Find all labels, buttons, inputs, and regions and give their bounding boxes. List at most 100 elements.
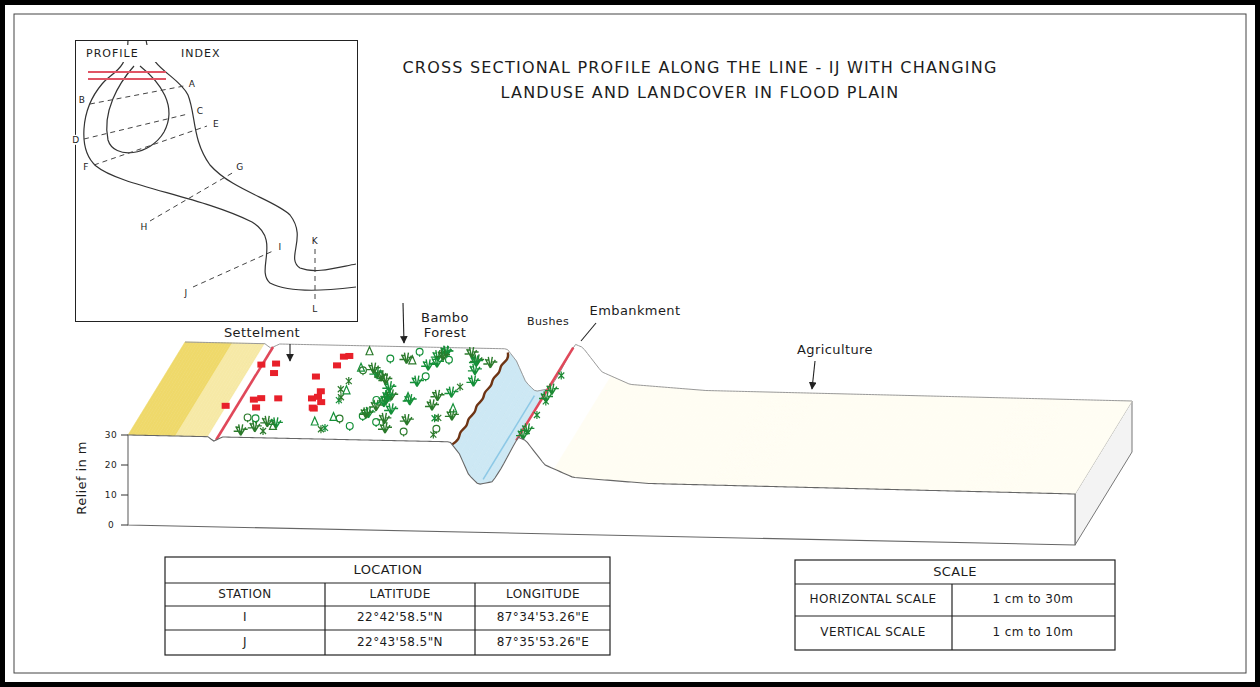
tree-symbol — [343, 386, 350, 394]
bamboo-symbol — [367, 363, 381, 374]
leader-arrow — [812, 361, 815, 389]
tree-symbol — [387, 355, 394, 362]
tree-stem — [376, 425, 377, 427]
table-rule — [951, 584, 952, 650]
shrub-symbol — [322, 424, 328, 432]
house-symbol — [312, 374, 320, 380]
back-edge — [185, 342, 1132, 401]
tree-stem — [362, 373, 363, 375]
bamboo-symbol — [430, 356, 444, 367]
house-symbol — [272, 361, 280, 367]
table-cell: 1 cm to 30m — [993, 593, 1074, 607]
table-cell: 87°35'53.26"E — [497, 636, 590, 650]
bamboo-symbol — [374, 370, 388, 381]
profile-letter: E — [212, 119, 220, 129]
river-bank-line — [451, 352, 508, 445]
shrub-symbol — [435, 414, 441, 422]
table-rule — [165, 605, 610, 606]
profile-letter: C — [196, 106, 205, 116]
tree-symbol — [360, 367, 367, 374]
outer-frame — [3, 3, 1258, 685]
embankment-mark — [88, 78, 166, 80]
table-rule — [795, 615, 1115, 616]
landuse-label: Bushes — [527, 316, 569, 329]
profile-line — [90, 86, 184, 104]
forest-symbols — [234, 346, 498, 439]
tree-symbol — [311, 417, 318, 425]
bamboo-symbol — [384, 403, 398, 414]
tree-stem — [362, 419, 363, 421]
house-symbol — [250, 397, 258, 403]
tree-stem — [376, 403, 377, 405]
tick — [121, 495, 128, 496]
landuse-label: Agriculture — [797, 343, 873, 358]
shrub-symbol — [346, 377, 352, 385]
bamboo-symbol — [520, 423, 534, 434]
table-border — [795, 560, 1115, 650]
tick — [121, 525, 128, 526]
index-map — [84, 40, 356, 301]
bamboo-symbol — [483, 357, 497, 368]
bamboo-symbol — [445, 409, 459, 420]
profile-letter: B — [78, 95, 87, 105]
house-symbol — [333, 362, 341, 368]
shrub-symbol — [338, 385, 344, 393]
tree-symbol — [330, 412, 337, 420]
bamboo-symbol — [359, 407, 373, 418]
leader-arrow — [403, 303, 404, 343]
tree-stem — [436, 432, 437, 434]
tree-stem — [247, 420, 248, 422]
table-cell: I — [243, 611, 247, 625]
tree-stem — [349, 429, 350, 431]
front-face — [128, 435, 1075, 545]
landuse-label: Bambo Forest — [414, 311, 476, 341]
box-heading: PROFILE INDEX — [82, 45, 225, 62]
table-heading: LOCATION — [354, 563, 423, 578]
tree-symbol — [269, 421, 276, 429]
profile-letter: A — [188, 79, 197, 89]
shrub-symbol — [558, 371, 564, 379]
tree-symbol — [366, 347, 373, 355]
bamboo-symbol — [403, 394, 417, 405]
house-symbol — [222, 403, 230, 409]
profile-line — [193, 251, 273, 287]
profile-letter: H — [139, 222, 148, 232]
bamboo-symbol — [469, 355, 483, 366]
table-rule — [795, 583, 1115, 584]
profile-letter: G — [235, 162, 244, 172]
table-heading: SCALE — [933, 565, 977, 580]
tick-label: 20 — [105, 460, 117, 470]
profile-letter: L — [311, 304, 318, 314]
tree-stem — [403, 435, 404, 437]
profile-letter: F — [82, 162, 90, 172]
bamboo-symbol — [466, 375, 480, 386]
house-symbol — [257, 362, 265, 368]
shrub-symbol — [534, 411, 540, 419]
profile-line — [315, 249, 316, 301]
bamboo-symbol — [248, 421, 262, 432]
embankment-mark — [88, 71, 166, 73]
table-rule — [474, 583, 475, 655]
bamboo-symbol — [381, 390, 395, 401]
leaders — [290, 303, 815, 389]
shrub-symbol — [543, 397, 549, 405]
tree-symbol — [416, 348, 423, 355]
surface-strip — [1072, 401, 1132, 494]
profile-line — [150, 172, 234, 221]
house-symbol — [314, 394, 322, 400]
tree-symbol — [252, 415, 259, 422]
index-box: PROFILE INDEX — [75, 40, 358, 322]
table-cell: 1 cm to 10m — [993, 626, 1074, 640]
bamboo-symbol — [399, 353, 413, 364]
tree-stem — [425, 379, 426, 381]
house-symbol — [317, 388, 325, 394]
surface-strip — [1057, 401, 1117, 494]
house-symbol — [309, 405, 317, 411]
block-diagram — [128, 342, 1132, 545]
surface-strip — [1069, 401, 1129, 494]
tree-stem — [390, 361, 391, 363]
bamboo-symbol — [444, 387, 458, 398]
bamboo-symbol — [430, 390, 444, 401]
leader-arrow — [289, 344, 290, 361]
tree-symbol — [346, 423, 353, 430]
